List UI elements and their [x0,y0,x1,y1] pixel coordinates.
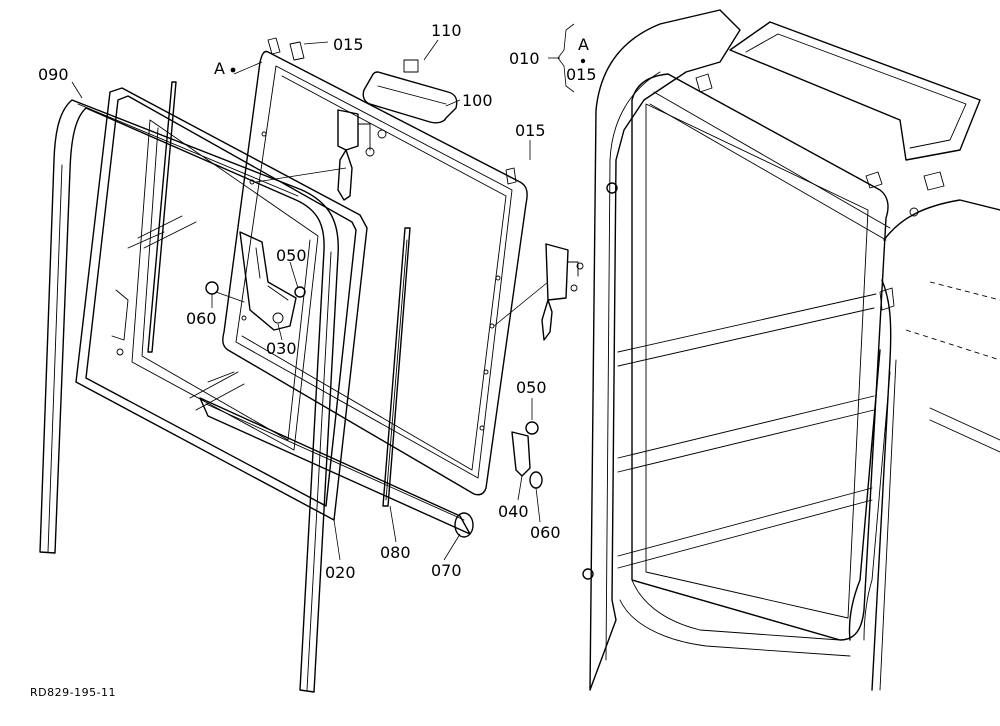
drawing-reference: RD829-195-11 [30,686,116,699]
cab-frame [582,9,1000,691]
callout-080: 080 [380,543,411,562]
group-brace [557,23,575,93]
group-member-dot [580,58,586,64]
seal-strip-080 [147,81,411,507]
callout-060-lower: 060 [530,523,561,542]
bracket-assembly-030 [205,231,306,331]
callout-a-dot [230,67,236,73]
weatherstrip-090 [39,99,339,693]
callout-100: 100 [462,91,493,110]
window-frame [222,37,528,496]
group-member-015: 015 [566,65,597,84]
group-member-a: A [578,35,589,54]
glass-panel-020 [75,87,368,521]
callout-050-upper: 050 [276,246,307,265]
callout-labels: 090 A 015 110 100 015 050 060 030 050 04… [38,21,561,582]
callout-030: 030 [266,339,297,358]
callout-015-right: 015 [515,121,546,140]
group-note-010: 010 A 015 [509,23,597,93]
callout-015-top: 015 [333,35,364,54]
callout-020: 020 [325,563,356,582]
latch-handle-upper [337,109,387,201]
hinge-bracket-040 [511,421,543,489]
callout-060-left: 060 [186,309,217,328]
part-100-block [362,59,458,124]
callout-a-marker: A [214,59,225,78]
callout-040: 040 [498,502,529,521]
callout-110: 110 [431,21,462,40]
bottom-rail-070 [199,397,474,538]
group-code-010: 010 [509,49,540,68]
callout-050-lower: 050 [516,378,547,397]
callout-070: 070 [431,561,462,580]
latch-handle-right [541,243,584,341]
callout-090: 090 [38,65,69,84]
leader-lines [71,39,549,561]
